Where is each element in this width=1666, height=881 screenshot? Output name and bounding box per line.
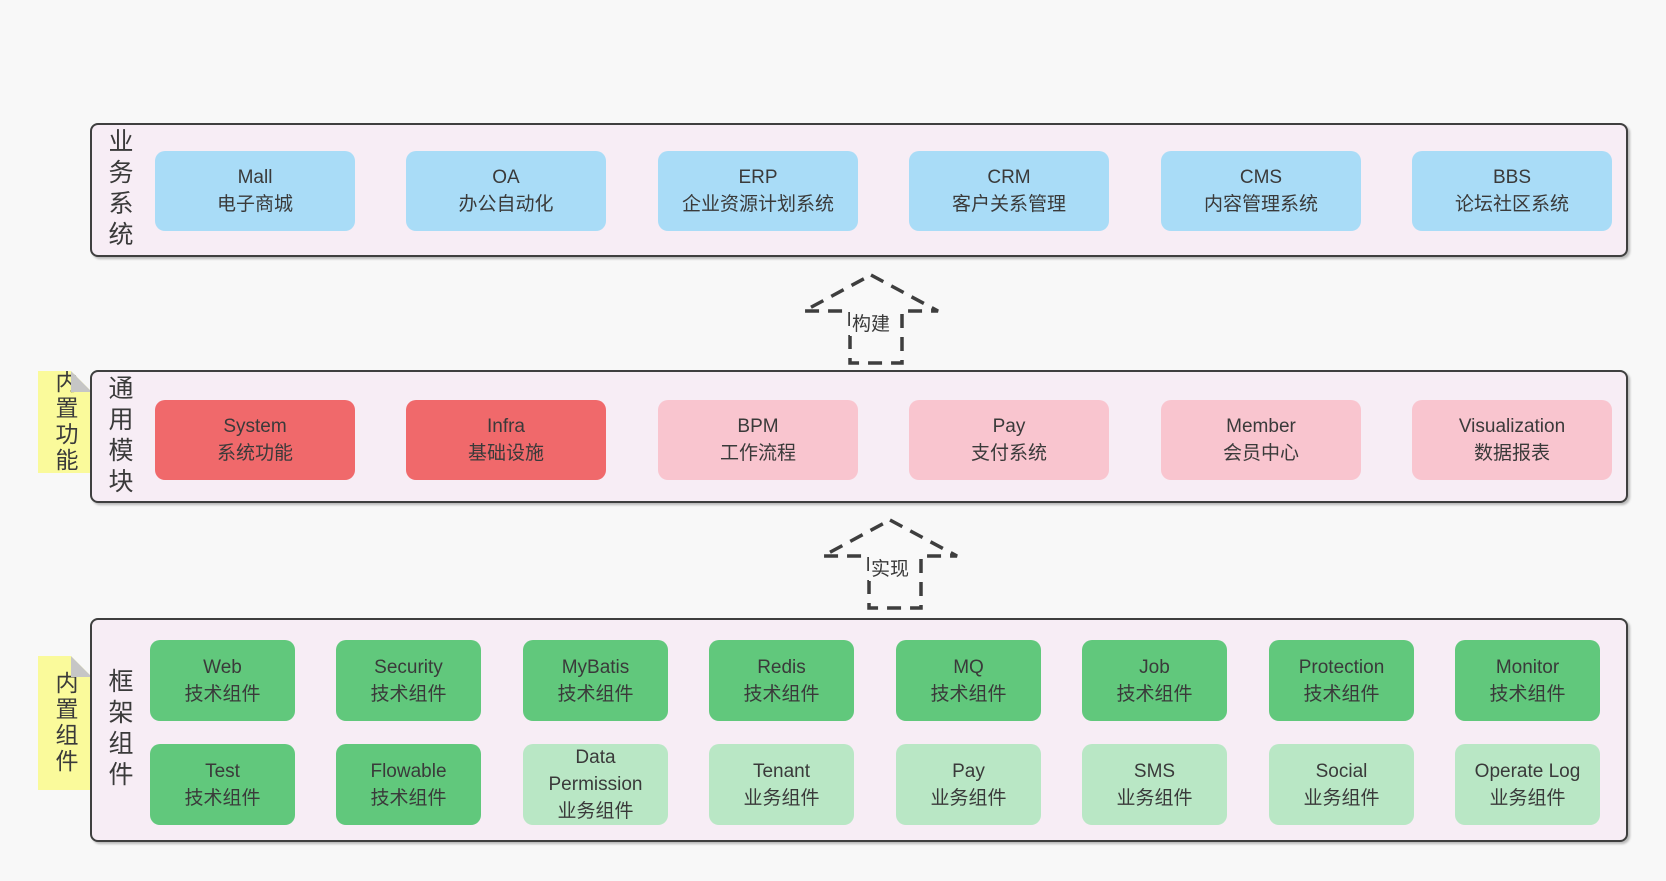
box-title: BBS <box>1492 167 1532 188</box>
box-system: System 系统功能 <box>155 400 355 480</box>
box-subtitle: 办公自动化 <box>458 194 554 215</box>
box-subtitle: 技术组件 <box>370 683 447 705</box>
box-pay-system: Pay 支付系统 <box>909 400 1109 480</box>
box-visualization: Visualization 数据报表 <box>1412 400 1612 480</box>
box-subtitle: 技术组件 <box>743 683 820 705</box>
box-monitor: Monitor 技术组件 <box>1455 640 1600 721</box>
arrow-build-label: 构建 <box>849 309 893 336</box>
box-title: Infra <box>486 416 526 437</box>
box-subtitle: 技术组件 <box>557 683 634 705</box>
box-subtitle: 业务组件 <box>743 787 820 809</box>
box-mall: Mall 电子商城 <box>155 151 355 231</box>
box-subtitle: 技术组件 <box>184 787 261 809</box>
sticky-note-built-in-components: 内置组件 <box>38 656 92 790</box>
box-tenant: Tenant 业务组件 <box>709 744 854 825</box>
box-mq: MQ 技术组件 <box>896 640 1041 721</box>
band-label-business-systems: 业务系统 <box>105 128 133 252</box>
box-cms: CMS 内容管理系统 <box>1161 151 1361 231</box>
box-sms: SMS 业务组件 <box>1082 744 1227 825</box>
box-subtitle: 业务组件 <box>1116 787 1193 809</box>
box-operate-log: Operate Log 业务组件 <box>1455 744 1600 825</box>
box-title: Data Permission <box>548 747 643 795</box>
box-subtitle: 工作流程 <box>719 443 796 464</box>
box-title: SMS <box>1133 760 1176 782</box>
box-title: MQ <box>953 656 984 678</box>
box-bpm: BPM 工作流程 <box>658 400 858 480</box>
sticky-note-built-in-features: 内置功能 <box>38 371 92 473</box>
box-subtitle: 技术组件 <box>1303 683 1380 705</box>
box-bbs: BBS 论坛社区系统 <box>1412 151 1612 231</box>
box-test: Test 技术组件 <box>150 744 295 825</box>
box-title: Flowable <box>370 760 447 782</box>
band-business-systems: 业务系统 Mall 电子商城 OA 办公自动化 ERP 企业资源计划系统 CRM… <box>90 123 1628 257</box>
box-infra: Infra 基础设施 <box>406 400 606 480</box>
box-pay-component: Pay 业务组件 <box>896 744 1041 825</box>
arrow-implement-label: 实现 <box>868 554 912 581</box>
box-social: Social 业务组件 <box>1269 744 1414 825</box>
box-subtitle: 支付系统 <box>970 443 1047 464</box>
band-common-modules: 通用模块 System 系统功能 Infra 基础设施 BPM 工作流程 Pay… <box>90 370 1628 503</box>
box-title: Visualization <box>1458 416 1566 437</box>
box-title: Test <box>205 760 240 782</box>
box-title: OA <box>492 167 520 188</box>
box-security: Security 技术组件 <box>336 640 481 721</box>
box-protection: Protection 技术组件 <box>1269 640 1414 721</box>
box-subtitle: 内容管理系统 <box>1203 194 1318 215</box>
box-subtitle: 系统功能 <box>216 443 293 464</box>
box-subtitle: 客户关系管理 <box>951 194 1066 215</box>
box-title: Web <box>203 656 242 678</box>
box-subtitle: 企业资源计划系统 <box>681 194 834 215</box>
box-title: Member <box>1226 416 1296 437</box>
folded-corner-icon <box>71 371 92 392</box>
box-crm: CRM 客户关系管理 <box>909 151 1109 231</box>
sticky-note-label: 内置组件 <box>52 671 78 775</box>
box-flowable: Flowable 技术组件 <box>336 744 481 825</box>
folded-corner-icon <box>71 656 92 677</box>
box-subtitle: 技术组件 <box>1489 683 1566 705</box>
box-title: Job <box>1139 656 1170 678</box>
box-subtitle: 论坛社区系统 <box>1454 194 1569 215</box>
box-subtitle: 业务组件 <box>1303 787 1380 809</box>
box-title: Social <box>1315 760 1368 782</box>
box-title: Redis <box>757 656 806 678</box>
box-title: Monitor <box>1495 656 1560 678</box>
box-subtitle: 电子商城 <box>216 194 293 215</box>
box-data-permission: Data Permission 业务组件 <box>523 744 668 825</box>
box-subtitle: 数据报表 <box>1473 443 1550 464</box>
box-title: ERP <box>738 167 778 188</box>
box-job: Job 技术组件 <box>1082 640 1227 721</box>
box-mybatis: MyBatis 技术组件 <box>523 640 668 721</box>
box-title: Operate Log <box>1474 760 1581 782</box>
band-label-framework-components: 框架组件 <box>105 668 133 792</box>
box-subtitle: 会员中心 <box>1222 443 1299 464</box>
box-subtitle: 技术组件 <box>1116 683 1193 705</box>
box-web: Web 技术组件 <box>150 640 295 721</box>
box-subtitle: 技术组件 <box>184 683 261 705</box>
box-redis: Redis 技术组件 <box>709 640 854 721</box>
box-title: System <box>223 416 287 437</box>
box-title: Pay <box>992 416 1026 437</box>
box-title: MyBatis <box>561 656 630 678</box>
box-oa: OA 办公自动化 <box>406 151 606 231</box>
band-label-common-modules: 通用模块 <box>105 374 133 499</box>
box-title: Protection <box>1298 656 1385 678</box>
box-subtitle: 业务组件 <box>1489 787 1566 809</box>
box-subtitle: 技术组件 <box>930 683 1007 705</box>
box-subtitle: 基础设施 <box>467 443 544 464</box>
box-title: Mall <box>237 167 273 188</box>
box-title: Security <box>374 656 443 678</box>
arrow-build: 构建 <box>801 272 941 367</box>
box-title: Tenant <box>752 760 811 782</box>
box-subtitle: 业务组件 <box>557 801 634 822</box>
arrow-implement: 实现 <box>820 517 960 612</box>
band-framework-components: 框架组件 Web 技术组件 Security 技术组件 MyBatis 技术组件… <box>90 618 1628 842</box>
box-title: Pay <box>952 760 985 782</box>
box-subtitle: 业务组件 <box>930 787 1007 809</box>
box-member: Member 会员中心 <box>1161 400 1361 480</box>
box-title: CMS <box>1239 167 1283 188</box>
box-erp: ERP 企业资源计划系统 <box>658 151 858 231</box>
box-title: CRM <box>987 167 1031 188</box>
box-subtitle: 技术组件 <box>370 787 447 809</box>
box-title: BPM <box>737 416 779 437</box>
